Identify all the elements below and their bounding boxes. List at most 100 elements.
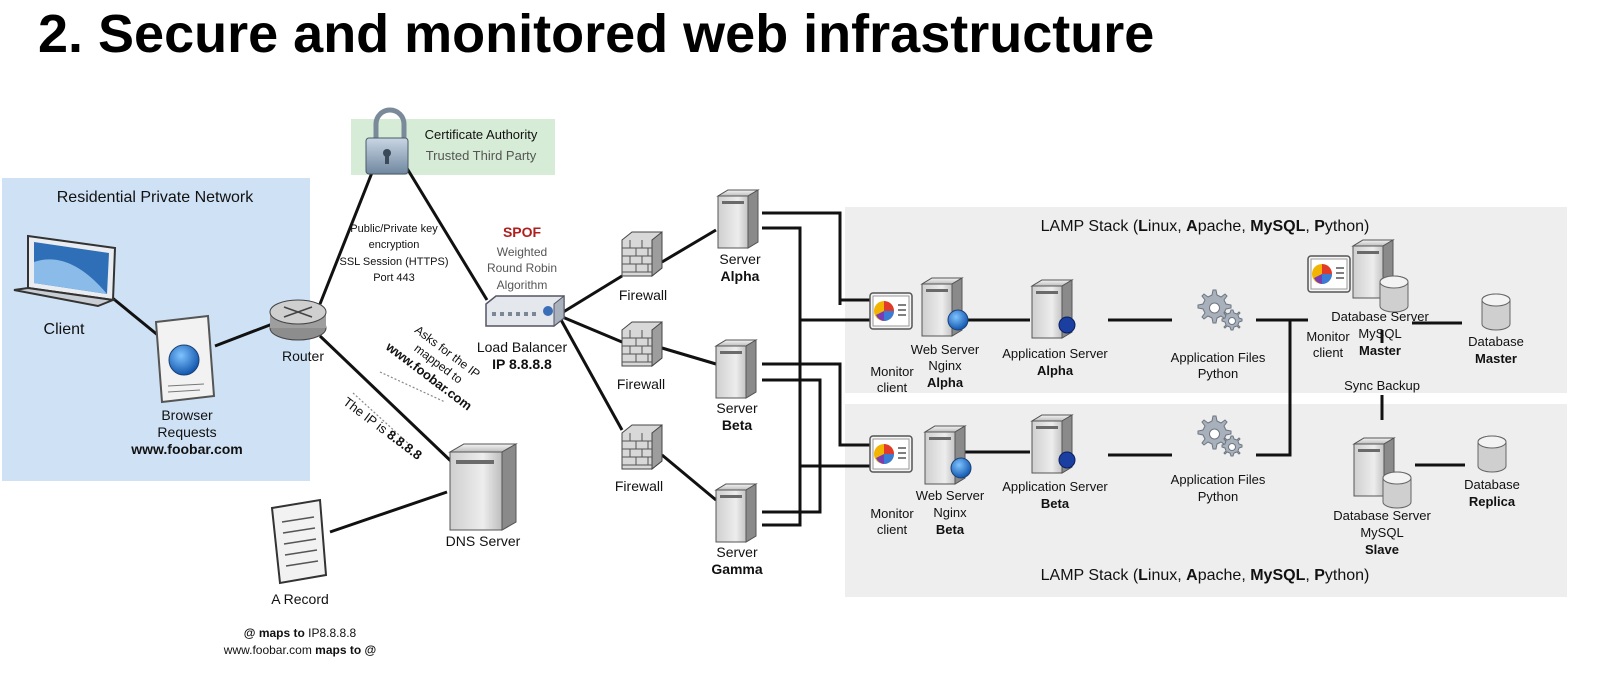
lamp-comma: , xyxy=(1305,567,1314,584)
lamp-stack-top-label: LAMP Stack (Linux, Apache, MySQL, Python… xyxy=(1041,218,1370,235)
database-icon xyxy=(1481,293,1511,331)
ssl-label-2: encryption xyxy=(369,239,420,251)
a-record-line-2-rest: www.foobar.com xyxy=(223,643,315,657)
lb-ip: IP 8.8.8.8 xyxy=(492,356,552,372)
web-server-beta-label-2: Nginx xyxy=(933,505,967,520)
monitor-client-label-2: client xyxy=(877,380,908,395)
monitor-client-label-1: Monitor xyxy=(870,364,914,379)
lamp-l: L xyxy=(1138,567,1148,584)
browser-label-2: Requests xyxy=(157,424,216,440)
web-server-beta-label-3: Beta xyxy=(936,522,965,537)
lock-icon xyxy=(365,107,409,175)
document-icon xyxy=(270,498,328,585)
lb-label: Load Balancer xyxy=(477,339,568,355)
database-icon xyxy=(1382,471,1412,509)
firewall-label-3: Firewall xyxy=(615,478,663,494)
database-icon xyxy=(1477,435,1507,473)
server-alpha-label-1: Server xyxy=(719,251,761,267)
page-title: 2. Secure and monitored web infrastructu… xyxy=(38,4,1154,64)
lamp-prefix: LAMP Stack ( xyxy=(1041,218,1139,235)
lamp-mysql: MySQL xyxy=(1250,218,1305,235)
db-replica-label-1: Database xyxy=(1464,477,1520,492)
a-record-line-2: www.foobar.com maps to @ xyxy=(223,643,376,657)
router-icon xyxy=(269,299,327,341)
residential-network-label: Residential Private Network xyxy=(57,189,255,206)
firewall-icon xyxy=(621,424,663,470)
web-server-alpha-label-1: Web Server xyxy=(911,342,980,357)
browser-label-1: Browser xyxy=(161,407,213,423)
lamp-comma: , xyxy=(1305,218,1314,235)
a-record-line-1: @ maps to IP8.8.8.8 xyxy=(244,626,357,640)
lamp-ython: ython) xyxy=(1325,567,1369,584)
firewall-icon xyxy=(621,231,663,277)
lamp-mysql: MySQL xyxy=(1250,567,1305,584)
lamp-inux: inux, xyxy=(1148,218,1186,235)
web-server-alpha-label-2: Nginx xyxy=(928,358,962,373)
server-alpha-label-2: Alpha xyxy=(721,268,760,284)
app-files-alpha-label-2: Python xyxy=(1198,366,1238,381)
lamp-p: P xyxy=(1314,567,1325,584)
db-server-slave-label-3: Slave xyxy=(1365,542,1399,557)
app-server-alpha-label-1: Application Server xyxy=(1002,346,1108,361)
monitor-client-db-label-2: client xyxy=(1313,345,1344,360)
a-record-line-1-bold: @ maps to xyxy=(244,626,305,640)
cert-authority-label: Certificate Authority xyxy=(425,127,538,142)
monitor-client-icon xyxy=(869,435,913,473)
globe-icon xyxy=(950,457,972,479)
lamp-pache: pache, xyxy=(1198,218,1250,235)
lamp-stack-bottom-label: LAMP Stack (Linux, Apache, MySQL, Python… xyxy=(1041,567,1370,584)
a-record-line-2-bold: maps to @ xyxy=(315,643,376,657)
lamp-inux: inux, xyxy=(1148,567,1186,584)
sync-backup-label: Sync Backup xyxy=(1344,378,1420,393)
server-gamma-label-2: Gamma xyxy=(711,561,763,577)
firewall-label-2: Firewall xyxy=(617,376,665,392)
app-server-alpha-label-2: Alpha xyxy=(1037,363,1074,378)
app-files-alpha-label-1: Application Files xyxy=(1171,350,1266,365)
server-icon xyxy=(717,189,759,249)
router-label: Router xyxy=(282,348,324,364)
db-master-label-1: Database xyxy=(1468,334,1524,349)
a-record-line-1-rest: IP8.8.8.8 xyxy=(305,626,357,640)
lb-algo-1: Weighted xyxy=(497,245,547,259)
a-record-label: A Record xyxy=(271,591,329,607)
db-server-master-label-1: Database Server xyxy=(1331,309,1429,324)
spof-label: SPOF xyxy=(503,224,542,240)
server-icon xyxy=(715,483,757,543)
firewall-label-1: Firewall xyxy=(619,287,667,303)
monitor-client-icon xyxy=(1307,255,1351,293)
app-files-beta-label-1: Application Files xyxy=(1171,472,1266,487)
lb-algo-2: Round Robin xyxy=(487,261,557,275)
lamp-p: P xyxy=(1314,218,1325,235)
database-icon xyxy=(1379,275,1409,313)
connection-lines xyxy=(109,164,1465,534)
dns-server-label: DNS Server xyxy=(446,533,521,549)
cert-trusted-label: Trusted Third Party xyxy=(426,148,537,163)
ssl-label-3: SSL Session (HTTPS) xyxy=(339,256,448,268)
firewall-icon xyxy=(621,321,663,367)
lamp-a: A xyxy=(1186,567,1198,584)
monitor-client-icon xyxy=(869,292,913,330)
ssl-label-4: Port 443 xyxy=(373,272,415,284)
browser-icon xyxy=(154,314,216,404)
db-server-slave-label-1: Database Server xyxy=(1333,508,1431,523)
app-files-beta-label-2: Python xyxy=(1198,489,1238,504)
lb-algo-3: Algorithm xyxy=(497,278,548,292)
lamp-a: A xyxy=(1186,218,1198,235)
server-gamma-label-1: Server xyxy=(716,544,758,560)
server-beta-label-1: Server xyxy=(716,400,758,416)
monitor-client-beta-label-1: Monitor xyxy=(870,506,914,521)
app-badge-icon xyxy=(1058,451,1076,469)
lamp-pache: pache, xyxy=(1198,567,1250,584)
lamp-ython: ython) xyxy=(1325,218,1369,235)
db-server-master-label-3: Master xyxy=(1359,343,1401,358)
db-server-slave-label-2: MySQL xyxy=(1360,525,1403,540)
dns-server-icon xyxy=(448,443,518,531)
globe-icon xyxy=(947,309,969,331)
laptop-icon xyxy=(13,234,117,308)
app-badge-icon xyxy=(1058,316,1076,334)
dns-reply-prefix: The IP is xyxy=(340,394,393,439)
lamp-prefix: LAMP Stack ( xyxy=(1041,567,1139,584)
client-label: Client xyxy=(44,321,85,338)
db-master-label-2: Master xyxy=(1475,351,1517,366)
